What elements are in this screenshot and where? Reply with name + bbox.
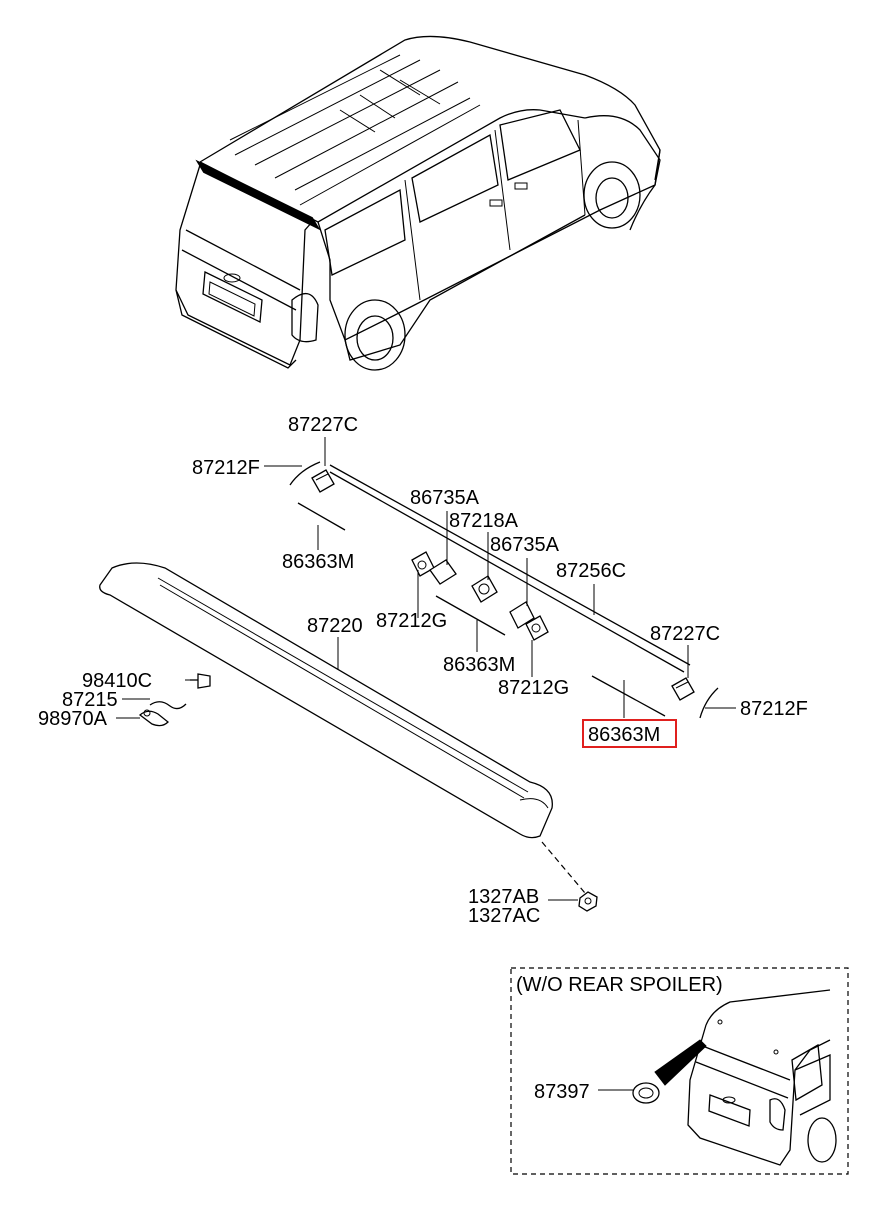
leader-lines [116, 437, 736, 901]
label-87218a: 87218A [449, 510, 519, 532]
label-87212g-right: 87212G [498, 677, 569, 699]
inset-panel: (W/O REAR SPOILER) 87397 [510, 967, 849, 1175]
vehicle-illustration [175, 35, 661, 371]
label-87212f-right: 87212F [740, 698, 808, 720]
rear-spoiler-body [99, 562, 553, 839]
label-98970a: 98970A [38, 708, 108, 730]
label-87397: 87397 [534, 1081, 590, 1103]
label-87227c-top: 87227C [288, 414, 358, 436]
label-87212g-left: 87212G [376, 610, 447, 632]
label-86363m-middle: 86363M [443, 654, 515, 676]
label-87215: 87215 [62, 689, 118, 711]
inset-title: (W/O REAR SPOILER) [516, 974, 723, 996]
label-87212f-left: 87212F [192, 457, 260, 479]
spoiler-assembly [99, 461, 719, 912]
label-86363m-highlighted[interactable]: 86363M [588, 724, 660, 746]
label-1327ac: 1327AC [468, 905, 540, 927]
label-87227c-right: 87227C [650, 623, 720, 645]
highlight-box [582, 719, 677, 748]
label-98410c: 98410C [82, 670, 152, 692]
part-labels: 87227C 87212F 86363M 86735A 87218A 86735… [38, 414, 808, 927]
label-87256c: 87256C [556, 560, 626, 582]
label-1327ab: 1327AB [468, 886, 539, 908]
label-86735a-lower: 86735A [490, 534, 560, 556]
label-87220: 87220 [307, 615, 363, 637]
label-86363m-left: 86363M [282, 551, 354, 573]
label-86735a-upper: 86735A [410, 487, 480, 509]
